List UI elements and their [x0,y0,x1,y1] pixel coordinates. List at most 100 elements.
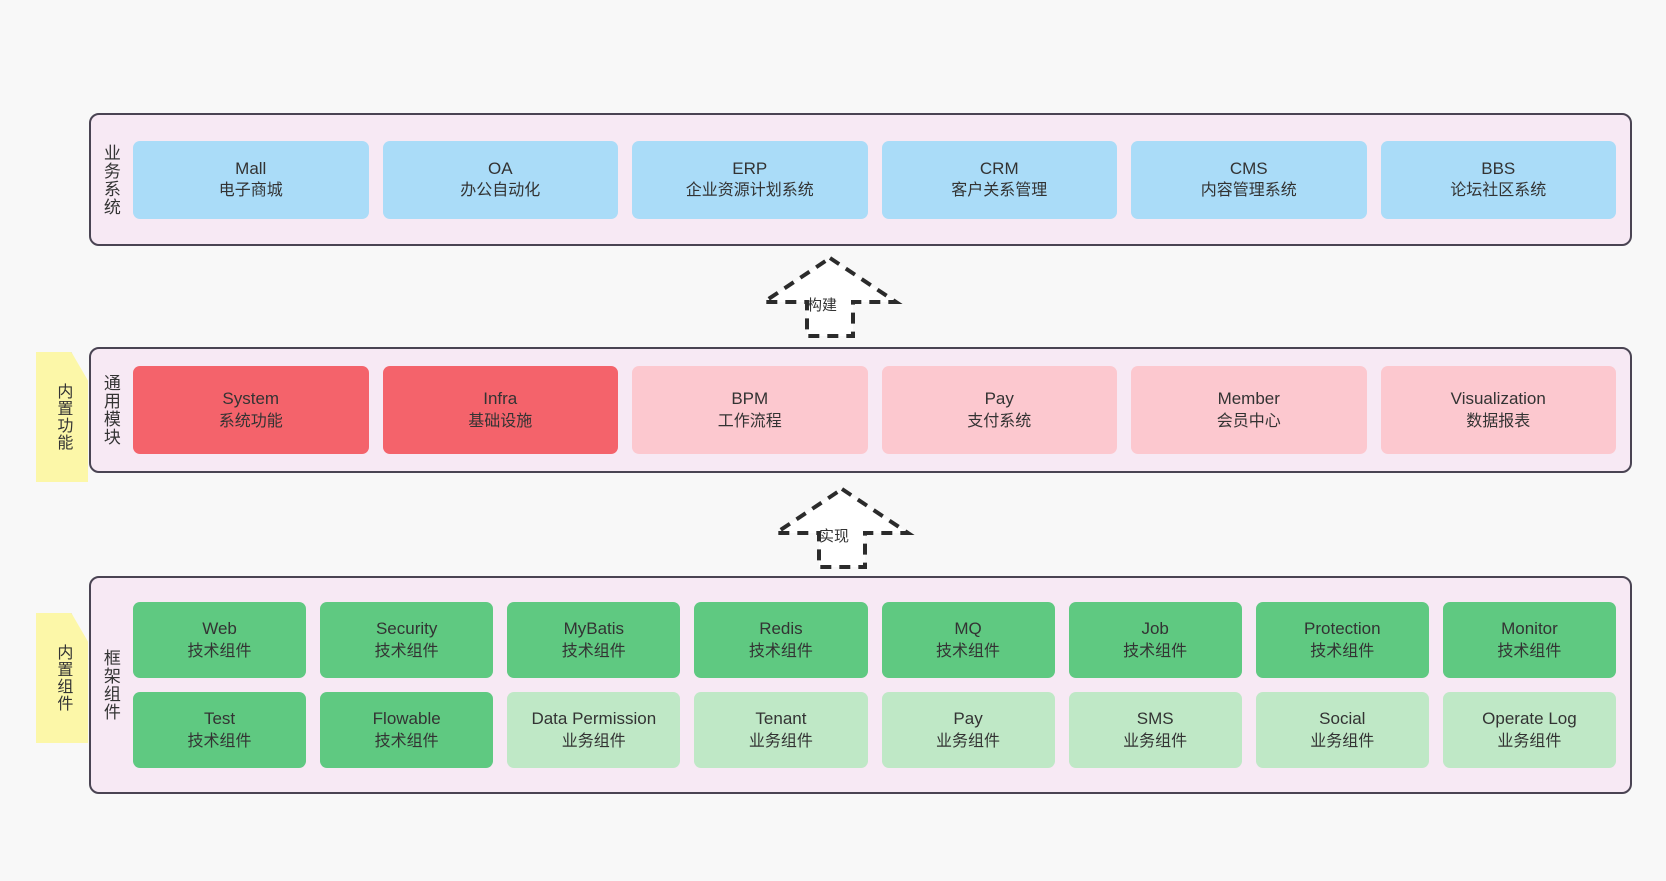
note-fold-corner-icon [71,352,88,372]
layer-title-framework-component: 框架组件 [100,649,120,721]
node-name-en: Pay [953,709,983,729]
connector-build: 构建 [757,254,903,340]
node-name-cn: 论坛社区系统 [1450,182,1547,200]
node-security[interactable]: Security 技术组件 [320,602,494,678]
node-erp[interactable]: ERP 企业资源计划系统 [632,140,868,219]
node-name-en: Data Permission [531,709,657,729]
node-name-cn: 基础设施 [468,412,533,430]
node-visualization[interactable]: Visualization 数据报表 [1380,366,1616,454]
node-name-cn: 技术组件 [187,642,252,660]
node-redis[interactable]: Redis 技术组件 [694,602,868,678]
node-name-cn: 企业资源计划系统 [685,182,814,200]
node-name-en: Web [202,619,237,639]
note-builtin-components: 内置组件 [36,613,88,743]
node-name-cn: 会员中心 [1216,412,1281,430]
node-member[interactable]: Member 会员中心 [1131,366,1367,454]
node-name-en: Infra [483,389,518,409]
node-name-cn: 内容管理系统 [1200,182,1297,200]
connector-build-label: 构建 [807,297,838,314]
node-name-en: ERP [732,158,768,178]
node-name-en: Operate Log [1482,709,1577,729]
node-name-cn: 技术组件 [1123,642,1188,660]
node-name-cn: 技术组件 [561,642,626,660]
node-crm[interactable]: CRM 客户关系管理 [881,140,1117,219]
node-name-cn: 技术组件 [936,642,1001,660]
note-builtin-features-text: 内置功能 [54,383,72,451]
node-name-cn: 电子商城 [218,182,283,200]
node-name-en: BPM [731,389,769,409]
node-name-cn: 数据报表 [1466,412,1531,430]
node-test[interactable]: Test 技术组件 [133,692,307,768]
node-name-cn: 技术组件 [374,732,439,750]
node-name-en: CRM [979,158,1019,178]
node-bpm[interactable]: BPM 工作流程 [632,366,868,454]
connector-implement: 实现 [769,485,915,571]
node-name-cn: 技术组件 [374,642,439,660]
node-job[interactable]: Job 技术组件 [1068,602,1242,678]
node-name-cn: 业务组件 [748,732,813,750]
node-name-en: Flowable [372,709,441,729]
node-name-cn: 系统功能 [218,412,283,430]
node-name-en: MyBatis [563,619,625,639]
node-mybatis[interactable]: MyBatis 技术组件 [507,602,681,678]
implement-arrow-shape [769,486,915,569]
node-name-en: Mall [235,158,267,178]
node-monitor[interactable]: Monitor 技术组件 [1442,602,1616,678]
node-name-cn: 客户关系管理 [951,182,1048,200]
node-name-cn: 业务组件 [1310,732,1375,750]
node-name-en: Pay [984,389,1014,409]
note-builtin-features: 内置功能 [36,352,88,482]
node-tenant[interactable]: Tenant 业务组件 [694,692,868,768]
node-flowable[interactable]: Flowable 技术组件 [320,692,494,768]
node-name-cn: 工作流程 [717,412,782,430]
node-name-en: Test [203,709,236,729]
node-bbs[interactable]: BBS 论坛社区系统 [1380,140,1616,219]
node-name-en: MQ [954,619,982,639]
node-infra[interactable]: Infra 基础设施 [382,366,618,454]
node-name-en: SMS [1136,709,1174,729]
node-name-en: Tenant [755,709,807,729]
node-name-cn: 技术组件 [187,732,252,750]
node-mall[interactable]: Mall 电子商城 [133,140,369,219]
node-name-cn: 业务组件 [1123,732,1188,750]
node-mq[interactable]: MQ 技术组件 [881,602,1055,678]
node-name-en: CMS [1229,158,1268,178]
node-name-cn: 业务组件 [1497,732,1562,750]
node-social[interactable]: Social 业务组件 [1255,692,1429,768]
node-name-en: Protection [1304,619,1381,639]
note-fold-corner-icon [71,613,88,633]
node-name-en: Member [1217,389,1280,409]
node-sms[interactable]: SMS 业务组件 [1068,692,1242,768]
note-builtin-components-text: 内置组件 [54,644,72,712]
node-operate-log[interactable]: Operate Log 业务组件 [1442,692,1616,768]
node-name-en: Visualization [1450,389,1546,409]
node-web[interactable]: Web 技术组件 [133,602,307,678]
build-arrow-shape [757,255,903,338]
node-name-en: Security [375,619,438,639]
node-name-en: Job [1141,619,1169,639]
connector-implement-label: 实现 [819,528,850,545]
node-name-en: BBS [1481,158,1516,178]
node-name-en: Monitor [1501,619,1558,639]
node-name-en: Redis [759,619,803,639]
node-cms[interactable]: CMS 内容管理系统 [1131,140,1367,219]
node-name-cn: 技术组件 [748,642,813,660]
node-name-cn: 办公自动化 [460,182,541,200]
node-name-en: Social [1319,709,1366,729]
node-name-cn: 技术组件 [1497,642,1562,660]
